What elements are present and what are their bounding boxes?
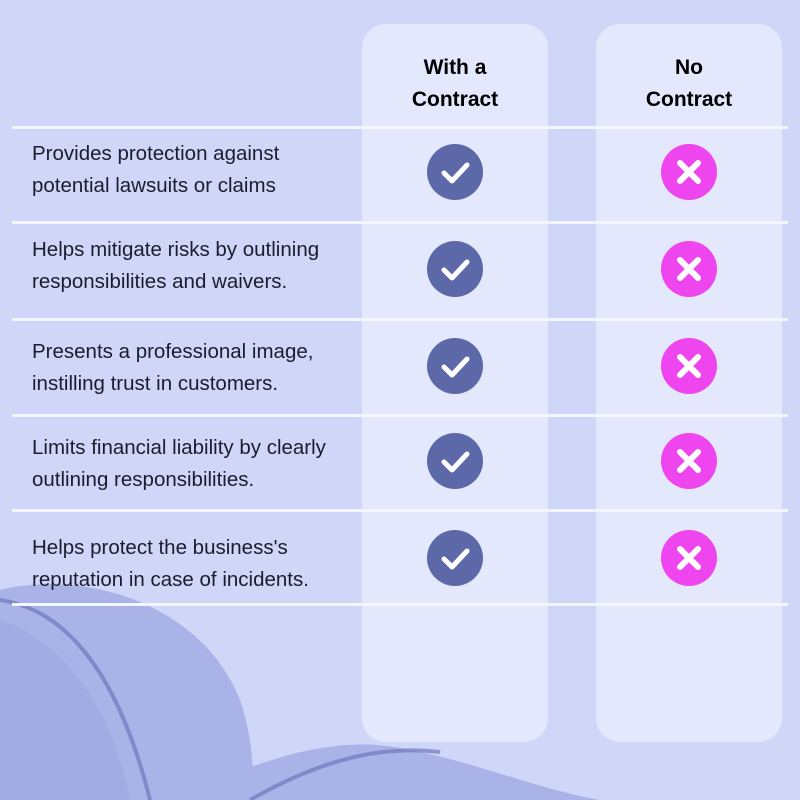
check-icon <box>427 144 483 200</box>
row-1-text: Provides protection against potential la… <box>32 142 280 197</box>
row-4-text: Limits financial liability by clearly ou… <box>32 436 326 491</box>
row-divider <box>12 126 788 129</box>
cross-icon <box>661 144 717 200</box>
row-divider <box>12 509 788 512</box>
check-icon <box>427 338 483 394</box>
row-divider <box>12 221 788 224</box>
cross-icon <box>661 241 717 297</box>
cross-icon <box>661 338 717 394</box>
row-5-text: Helps protect the business's reputation … <box>32 536 309 591</box>
row-divider <box>12 414 788 417</box>
cross-icon <box>661 530 717 586</box>
row-divider <box>12 603 788 606</box>
row-3-text: Presents a professional image, instillin… <box>32 340 314 395</box>
no-contract-header: No Contract <box>645 56 733 111</box>
row-2-text: Helps mitigate risks by outlining respon… <box>32 238 320 293</box>
cross-icon <box>661 433 717 489</box>
check-icon <box>427 433 483 489</box>
check-icon <box>427 530 483 586</box>
with-contract-header: With a Contract <box>411 56 499 111</box>
row-divider <box>12 318 788 321</box>
check-icon <box>427 241 483 297</box>
